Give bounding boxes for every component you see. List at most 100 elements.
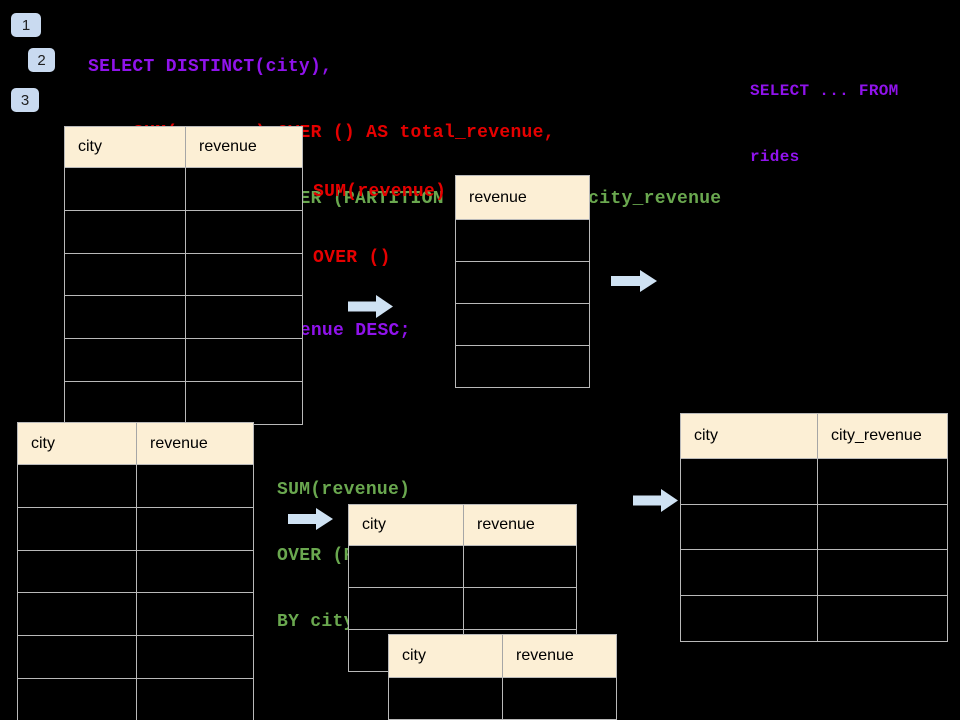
table-cell <box>186 168 302 210</box>
table-row <box>18 549 253 593</box>
table-header-row: city city_revenue <box>681 414 947 458</box>
table-row <box>681 503 947 550</box>
table-body <box>456 219 589 387</box>
arrow-right-icon <box>288 508 333 535</box>
table-cell <box>503 678 616 719</box>
table-row <box>456 345 589 387</box>
table-cell <box>681 550 818 596</box>
table-cell <box>818 596 947 641</box>
table-row <box>681 595 947 641</box>
table-header-row: city revenue <box>65 127 302 167</box>
table-cell <box>18 678 137 720</box>
table-cell <box>456 346 589 387</box>
table-body <box>65 167 302 424</box>
table-cell <box>137 636 253 678</box>
table-row <box>681 458 947 504</box>
table-revenue-only: revenue <box>455 175 590 388</box>
arrow-right-icon <box>633 489 678 517</box>
table-cell <box>18 550 137 593</box>
table-cell <box>137 508 253 550</box>
table-row <box>65 209 302 253</box>
table-cell <box>137 551 253 593</box>
table-body <box>18 464 253 720</box>
table-cell <box>681 504 818 550</box>
table-cell <box>681 459 818 504</box>
column-header: revenue <box>477 516 535 533</box>
table-cell <box>186 211 302 253</box>
table-cell <box>18 593 137 636</box>
table-row <box>389 677 616 719</box>
table-row <box>456 219 589 261</box>
annotation-total-line-2: OVER () <box>313 248 391 268</box>
table-cell <box>818 459 947 504</box>
table-cell <box>137 593 253 635</box>
table-cell <box>818 550 947 595</box>
table-row <box>681 549 947 596</box>
column-header: city <box>65 127 186 167</box>
table-source-top: city revenue <box>64 126 303 425</box>
table-result: city city_revenue <box>680 413 948 642</box>
table-cell <box>349 588 464 629</box>
table-cell <box>65 339 186 381</box>
column-header: revenue <box>199 138 257 155</box>
annotation-total-line-1: SUM(revenue) <box>313 182 447 202</box>
table-cell <box>186 296 302 338</box>
table-row <box>65 295 302 339</box>
table-cell <box>456 304 589 345</box>
column-header: city_revenue <box>831 427 922 444</box>
table-row <box>65 338 302 381</box>
arrow-right-icon <box>611 270 657 297</box>
table-header-row: city revenue <box>18 423 253 464</box>
table-row <box>456 261 589 303</box>
table-cell <box>464 546 576 587</box>
table-cell <box>65 381 186 424</box>
table-body <box>681 458 947 641</box>
table-cell <box>137 679 253 720</box>
annotation-total-revenue: SUM(revenue) OVER () <box>313 137 446 313</box>
sql-line-select: SELECT DISTINCT(city), <box>88 57 333 77</box>
column-header: city <box>349 505 464 545</box>
table-cell <box>18 636 137 678</box>
table-source-bottom: city revenue <box>17 422 254 720</box>
table-cell <box>65 168 186 210</box>
table-row <box>65 380 302 424</box>
table-cell <box>65 253 186 296</box>
column-header: revenue <box>150 434 208 452</box>
step-badge-1: 1 <box>11 13 41 37</box>
table-row <box>349 587 576 629</box>
table-cell <box>18 465 137 507</box>
table-cell <box>389 678 503 719</box>
side-note-line-2: rides <box>750 148 800 166</box>
column-header: city <box>18 423 137 464</box>
annotation-partition-line-1: SUM(revenue) <box>277 480 411 500</box>
table-body <box>389 677 616 720</box>
table-cell <box>818 505 947 550</box>
step-badge-3: 3 <box>11 88 39 112</box>
table-header-row: city revenue <box>349 505 576 545</box>
table-cell <box>18 507 137 550</box>
column-header: revenue <box>469 188 527 206</box>
table-row <box>65 252 302 296</box>
table-row <box>18 592 253 636</box>
side-note-select-from: SELECT ... FROM rides <box>750 36 899 212</box>
table-row <box>18 506 253 550</box>
table-cell <box>65 296 186 339</box>
table-cell <box>65 210 186 253</box>
table-cell <box>456 220 589 261</box>
table-cell <box>186 339 302 381</box>
table-cell <box>456 262 589 303</box>
table-row <box>456 303 589 345</box>
column-header: city <box>681 414 818 458</box>
table-row <box>349 545 576 587</box>
table-header-row: revenue <box>456 176 589 219</box>
step-badge-2: 2 <box>28 48 55 72</box>
table-cell <box>186 254 302 296</box>
column-header: revenue <box>516 647 574 664</box>
side-note-line-1: SELECT ... FROM <box>750 82 899 100</box>
table-row <box>65 167 302 210</box>
table-cell <box>681 596 818 641</box>
table-row <box>18 677 253 720</box>
table-cell <box>349 546 464 587</box>
